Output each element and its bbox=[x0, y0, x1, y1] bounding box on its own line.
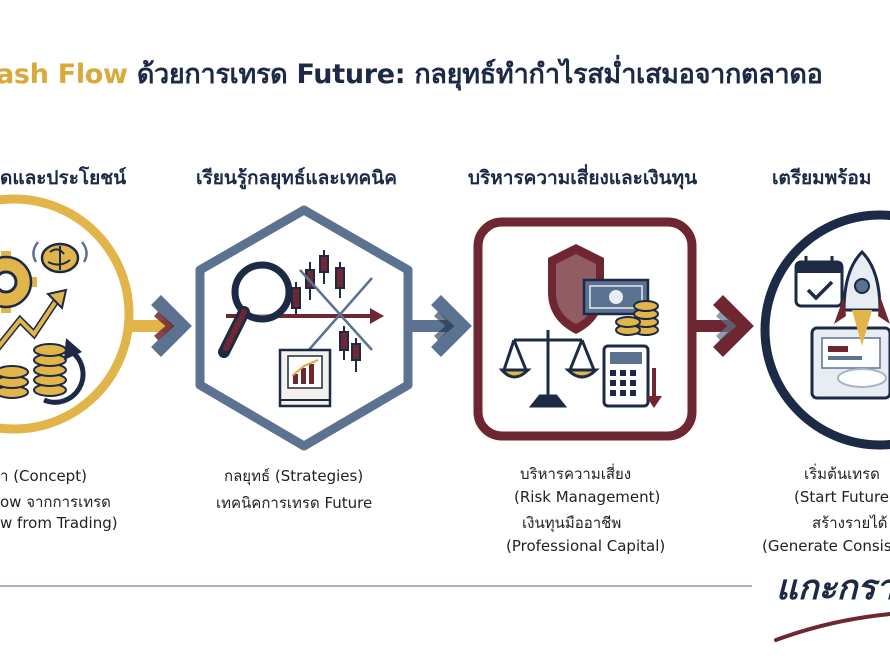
magnifier-icon bbox=[218, 261, 293, 358]
step-4-heading: เตรียมพร้อม bbox=[772, 167, 872, 189]
step-2-caption-1: กลยุทธ์ (Strategies) bbox=[224, 467, 364, 485]
step-2-caption-2: เทคนิคการเทรด Future bbox=[216, 494, 373, 512]
signature-underline bbox=[774, 612, 890, 642]
step-1-caption-3: w from Trading) bbox=[0, 514, 118, 532]
growth-arrow-icon bbox=[0, 288, 68, 351]
step-2-heading: เรียนรู้กลยุทธ์และเทคนิค bbox=[196, 167, 397, 189]
step-3-caption-2: (Risk Management) bbox=[514, 488, 661, 506]
laptop-icon bbox=[810, 326, 890, 400]
step-3-heading: บริหารความเสี่ยงและเงินทุน bbox=[468, 167, 698, 189]
step-4-caption-1: เริ่มต้นเทรด bbox=[804, 465, 880, 483]
step-1-graphic bbox=[0, 194, 134, 434]
page-title: ash Flow ด้วยการเทรด Future: กลยุทธ์ทำกำ… bbox=[0, 52, 823, 95]
step-4-graphic bbox=[760, 210, 890, 450]
step-3-caption-4: (Professional Capital) bbox=[506, 537, 666, 555]
step-4-caption-3: สร้างรายได้ bbox=[812, 514, 888, 532]
step-1-circle bbox=[0, 194, 134, 434]
balance-scale-icon bbox=[498, 330, 600, 408]
calculator-icon bbox=[602, 344, 662, 408]
coin-stack-icon bbox=[615, 300, 659, 336]
cycle-arrow-icon bbox=[43, 338, 86, 405]
step-2-hexagon bbox=[195, 205, 413, 451]
title-accent: ash Flow bbox=[0, 59, 128, 90]
connector-arrow-2 bbox=[412, 295, 472, 357]
rocket-icon bbox=[834, 249, 890, 388]
step-3-graphic bbox=[473, 217, 697, 441]
step-3-caption-3: เงินทุนมืออาชีพ bbox=[522, 514, 622, 532]
step-3-caption-1: บริหารความเสี่ยง bbox=[520, 465, 632, 483]
step-4-caption-4: (Generate Consist bbox=[762, 537, 890, 555]
step-4-caption-2: (Start Future bbox=[794, 488, 890, 506]
calendar-check-icon bbox=[794, 256, 844, 308]
step-1-caption-2: ow จากการเทรด bbox=[0, 493, 111, 511]
gear-icon bbox=[0, 251, 37, 313]
step-4-circle bbox=[760, 210, 890, 450]
strategy-book-icon bbox=[278, 348, 332, 408]
connector-arrow-3 bbox=[694, 295, 754, 357]
step-2-graphic bbox=[195, 205, 413, 451]
title-rest: ด้วยการเทรด Future: กลยุทธ์ทำกำไรสม่ำเสม… bbox=[127, 59, 823, 90]
coin-stack-icon bbox=[0, 343, 67, 399]
step-3-square bbox=[473, 217, 697, 441]
step-1-heading: ดและประโยชน์ bbox=[0, 167, 127, 189]
signature: แกะกรา bbox=[776, 568, 890, 608]
candlestick-chart-icon bbox=[291, 250, 361, 372]
brain-icon bbox=[32, 241, 88, 274]
step-1-caption-1: า (Concept) bbox=[0, 467, 87, 485]
connector-arrow-1 bbox=[130, 295, 192, 357]
